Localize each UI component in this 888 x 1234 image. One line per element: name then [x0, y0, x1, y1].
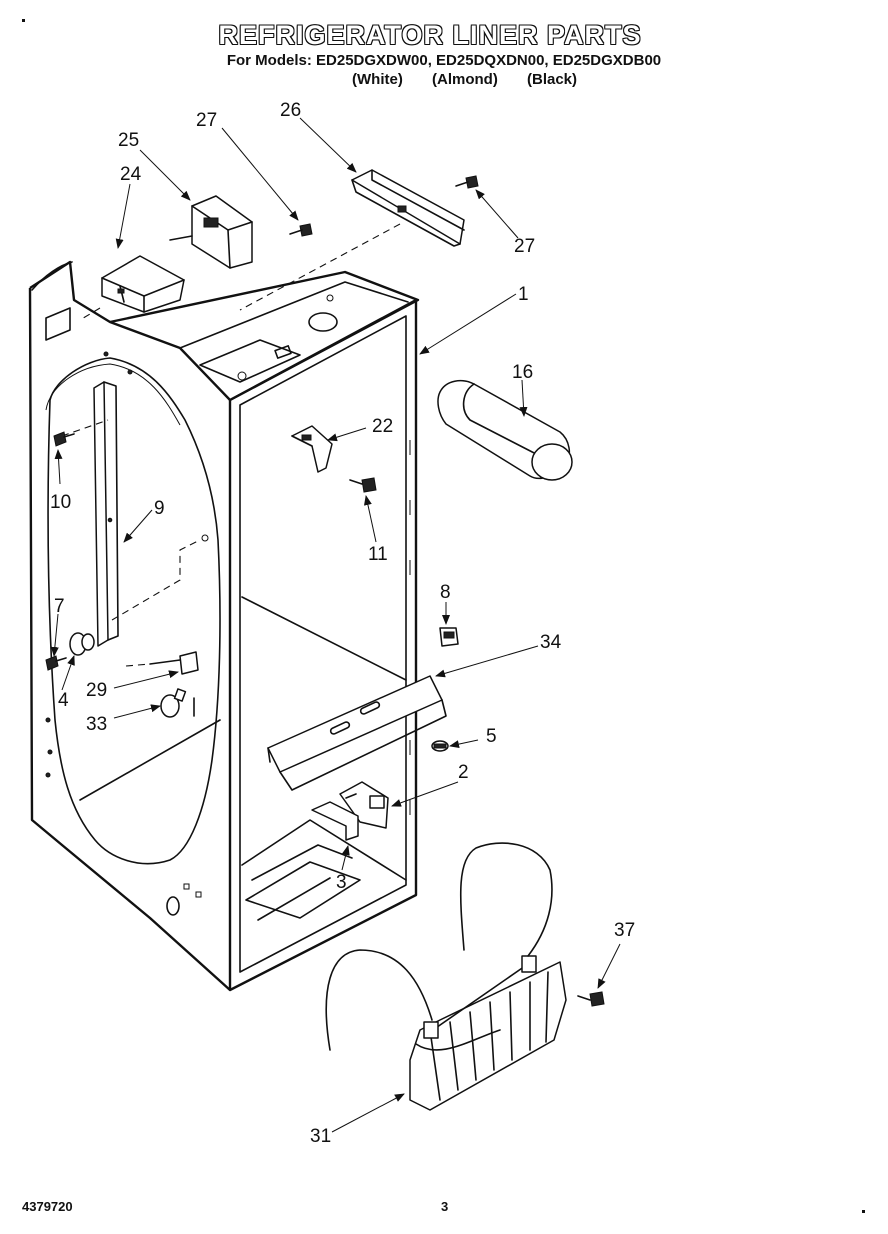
callout-27-right: 27 — [514, 236, 535, 257]
part-37-screw — [577, 991, 605, 1007]
callout-27-top: 27 — [196, 110, 217, 131]
callout-16: 16 — [512, 362, 533, 383]
leader-lines — [50, 117, 621, 1133]
callout-24: 24 — [120, 164, 142, 185]
callout-22: 22 — [372, 416, 393, 437]
part-27-screw — [289, 223, 313, 237]
part-16-trim — [437, 379, 573, 481]
callout-26: 26 — [280, 100, 301, 121]
callout-5: 5 — [486, 726, 497, 747]
callout-2: 2 — [458, 762, 469, 783]
callout-3: 3 — [336, 872, 347, 893]
part-31-heater — [325, 842, 567, 1111]
callout-9: 9 — [154, 498, 165, 519]
callout-37: 37 — [614, 920, 635, 941]
document-number: 4379720 — [22, 1199, 73, 1214]
callout-34: 34 — [540, 632, 562, 653]
part-25-bracket — [169, 195, 253, 269]
part-33-light-bulb — [160, 688, 195, 718]
callout-29: 29 — [86, 680, 107, 701]
part-2-bracket — [339, 781, 389, 829]
corner-mark — [22, 19, 25, 22]
part-4-bushing — [69, 632, 95, 656]
callout-labels: 1 2 3 4 5 7 8 9 10 11 16 22 24 25 26 27 … — [50, 100, 635, 1147]
page-number: 3 — [441, 1199, 449, 1214]
part-10-screw — [53, 431, 75, 447]
model-numbers: For Models: ED25DGXDW00, ED25DQXDN00, ED… — [226, 52, 662, 69]
callout-1: 1 — [518, 284, 529, 305]
part-9-rail — [93, 381, 119, 647]
callout-33: 33 — [86, 714, 107, 735]
callout-10: 10 — [50, 492, 71, 513]
part-7-screw — [45, 655, 67, 671]
callout-4: 4 — [58, 690, 69, 711]
callout-7: 7 — [54, 596, 65, 617]
callout-8: 8 — [440, 582, 451, 603]
callout-25: 25 — [118, 130, 139, 151]
color-black: (Black) — [527, 71, 578, 88]
color-almond: (Almond) — [432, 71, 498, 88]
part-24-light-housing — [101, 255, 185, 313]
part-29-light-socket — [125, 651, 199, 675]
part-27-screw-right — [455, 175, 479, 189]
part-5-clip — [431, 740, 449, 752]
part-8-clip — [439, 627, 459, 647]
part-3-bracket — [311, 801, 359, 841]
page-title: REFRIGERATOR LINER PARTS — [218, 20, 642, 50]
part-34-deflector — [267, 675, 447, 791]
corner-mark — [862, 1210, 865, 1213]
part-22-bracket — [291, 425, 333, 473]
part-11-screw — [349, 477, 377, 493]
part-26-channel — [351, 169, 465, 247]
color-white: (White) — [352, 71, 403, 88]
callout-11: 11 — [368, 544, 388, 565]
callout-31: 31 — [310, 1126, 331, 1147]
refrigerator-liner — [28, 260, 420, 992]
